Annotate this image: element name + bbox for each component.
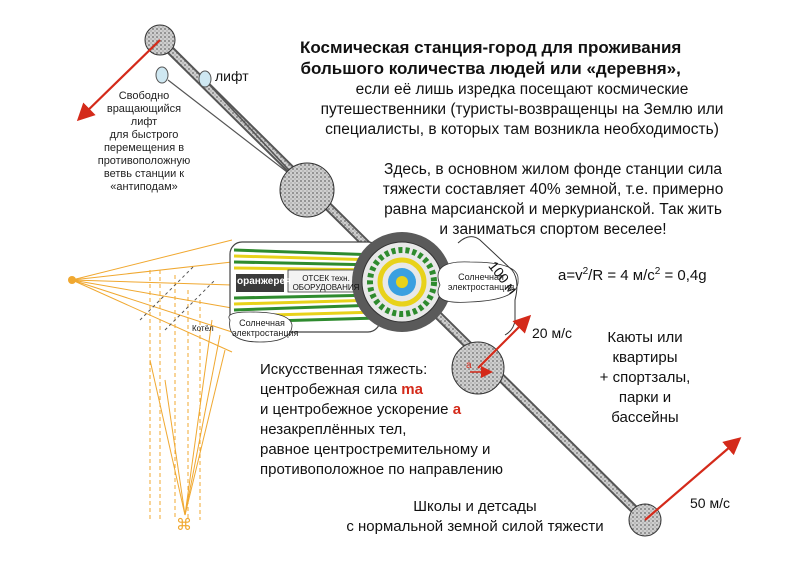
- boiler-label: Котёл: [192, 324, 214, 333]
- speed-20-label: 20 м/с: [532, 325, 572, 341]
- subtitle-line: специалисты, в которых там возникла необ…: [325, 121, 719, 138]
- acceleration-formula: a=v2/R = 4 м/с2 = 0,4g: [558, 266, 707, 284]
- title-line-1: Космическая станция-город для проживания: [300, 38, 682, 57]
- arrow-50: [644, 437, 742, 521]
- lift-label: лифт: [215, 68, 249, 84]
- page-title: Космическая станция-город для проживания…: [300, 37, 681, 79]
- equipment-label: ОТСЕК техн. ОБОРУДОВАНИЯ: [292, 274, 360, 292]
- solar-station-left: [228, 311, 293, 343]
- arrow-top-left: [76, 39, 161, 122]
- lift-capsule-left: [155, 66, 169, 84]
- velocity-arrows: [76, 39, 742, 521]
- sun-symbol-icon: ⌘: [176, 517, 192, 534]
- gravity-line: равна марсианской и меркурианской. Так ж…: [384, 201, 722, 218]
- gravity-line: Здесь, в основном жилом фонде станции си…: [383, 161, 723, 178]
- schools-text: Школы и детсады с нормальной земной сило…: [346, 498, 604, 535]
- mirror-dashes: [139, 264, 216, 331]
- greenhouse-label: оранжерея: [237, 276, 291, 287]
- arrow-20: [477, 314, 532, 369]
- subtitle-line: если её лишь изредка посещают космически…: [355, 81, 689, 98]
- subtitle-line: путешественники (туристы-возвращенцы на …: [320, 101, 724, 118]
- title-line-2: большого количества людей или «деревня»,: [300, 59, 681, 78]
- lift-cable: [204, 79, 301, 183]
- lift-description: Свободно вращающийся лифт для быстрого п…: [97, 90, 191, 193]
- gravity-line: тяжести составляет 40% земной, т.е. прим…: [382, 181, 724, 198]
- solar-station-left-label: Солнечная электростанция: [232, 318, 299, 338]
- optics-rays: [71, 239, 233, 520]
- sun-icon: [68, 276, 76, 284]
- cabins-text: Каюты или квартиры + спортзалы, парки и …: [599, 329, 691, 426]
- gravity-text: Здесь, в основном жилом фонде станции си…: [358, 160, 748, 240]
- lift-cable-2: [167, 79, 301, 183]
- solar-station-top-label: Солнечная электростанция: [447, 272, 515, 292]
- gravity-line: и заниматься спортом веселее!: [439, 221, 667, 238]
- cabin-accel-label: a: [466, 360, 472, 371]
- mass-accel-highlight: ma: [401, 381, 423, 398]
- upper-sphere: [279, 162, 335, 218]
- lift-capsule-right: [198, 70, 212, 88]
- distance-bracket: [457, 236, 518, 336]
- hub-wheel: [352, 232, 452, 332]
- speed-50-label: 50 м/с: [690, 495, 730, 511]
- solar-station-top: [437, 261, 519, 303]
- subtitle: если её лишь изредка посещают космически…: [282, 80, 762, 140]
- artificial-gravity-text: Искусственная тяжесть: центробежная сила…: [260, 361, 503, 478]
- accel-highlight: a: [452, 401, 462, 418]
